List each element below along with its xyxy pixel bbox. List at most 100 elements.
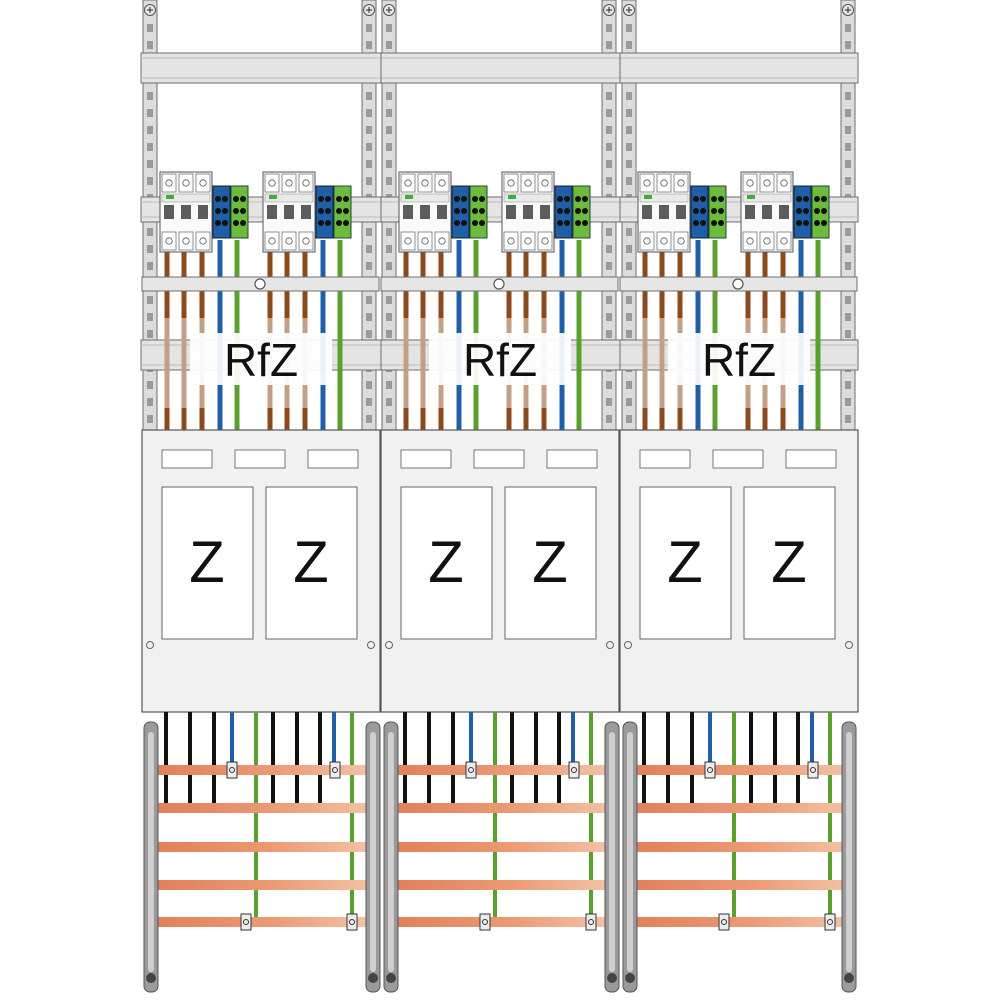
rfz-label: RfZ: [702, 334, 776, 386]
terminal-screw-icon: [268, 237, 276, 245]
breaker-label-strip: [503, 193, 553, 203]
meter-label: Z: [771, 530, 806, 595]
screw-icon: [383, 4, 395, 16]
terminal-screw-icon: [421, 237, 429, 245]
terminal-screw-icon: [677, 237, 685, 245]
copper-busbars: [155, 765, 367, 927]
terminal-hole: [700, 196, 706, 202]
terminal-block: [793, 185, 830, 239]
terminal-block: [315, 185, 352, 239]
terminal-screw-icon: [660, 237, 668, 245]
panel-fixing-hole-icon: [845, 641, 853, 649]
terminal-hole: [803, 220, 809, 226]
rail-slot: [606, 330, 612, 338]
screw-cross: [626, 7, 632, 13]
wire-highlight: [420, 318, 426, 408]
post-highlight: [148, 732, 154, 972]
terminal-hole: [711, 196, 717, 202]
rail-slot: [606, 381, 612, 389]
terminal-screw-icon: [507, 237, 515, 245]
breaker-terminal-top: [503, 173, 519, 193]
busbar: [394, 842, 606, 852]
breaker-lever: [506, 205, 516, 219]
terminal-hole: [343, 208, 349, 214]
meter-field: [265, 486, 358, 640]
terminal-hole: [318, 220, 324, 226]
breaker-terminal-top: [776, 173, 792, 193]
wire: [427, 712, 431, 803]
screw-cross: [366, 7, 372, 13]
screw-icon: [844, 973, 854, 983]
rail-slot: [366, 330, 372, 338]
rail-slot: [606, 177, 612, 185]
label-slot: [161, 449, 213, 469]
rail-slot: [366, 160, 372, 168]
busbar-support-post: [604, 721, 620, 993]
rail-slot: [386, 143, 392, 151]
busbar-clamps: [704, 761, 836, 931]
breaker-lever: [642, 205, 652, 219]
breaker-terminal-bottom: [537, 231, 553, 251]
rfz-plate-background: [429, 333, 571, 385]
terminal-screw-icon: [404, 179, 412, 187]
breaker-terminal-top: [656, 173, 672, 193]
breaker-label-strip: [742, 193, 792, 203]
breaker-terminal-top: [673, 173, 689, 193]
rail-slot: [606, 41, 612, 49]
wire: [796, 712, 800, 803]
clamp-screw: [827, 919, 833, 925]
circuit-breaker: [398, 171, 452, 253]
breaker-lever: [540, 205, 550, 219]
terminal-hole: [557, 220, 563, 226]
wire: [332, 712, 336, 770]
copper-busbars: [633, 765, 845, 927]
terminal-hole: [700, 208, 706, 214]
terminal-hole: [700, 220, 706, 226]
terminal-hole: [233, 220, 239, 226]
clamp-body: [465, 761, 477, 779]
clamp-icon: [585, 913, 597, 931]
busbar-support-post: [383, 721, 399, 993]
busbar: [633, 765, 845, 775]
rail-slot: [845, 126, 851, 134]
wire: [732, 712, 736, 920]
wire: [254, 712, 258, 920]
rail-slot: [845, 262, 851, 270]
breaker-label-strip: [161, 193, 211, 203]
terminal-screw-icon: [763, 237, 771, 245]
breaker-terminal-top: [417, 173, 433, 193]
panel-fixing-hole-icon: [624, 641, 632, 649]
clamp-icon: [824, 913, 836, 931]
terminal-hole: [557, 208, 563, 214]
busbar-support-post: [622, 721, 638, 993]
terminal-screw-icon: [541, 237, 549, 245]
clamp-body: [346, 913, 358, 931]
clamp-screw: [243, 919, 249, 925]
rail-slot: [366, 415, 372, 423]
rail-slot: [606, 245, 612, 253]
terminal-hole: [711, 220, 717, 226]
panel-fixing-hole-icon: [606, 641, 614, 649]
rail-slot: [147, 143, 153, 151]
copper-busbars: [394, 765, 606, 927]
post-highlight: [609, 732, 615, 972]
breaker-terminal-bottom: [656, 231, 672, 251]
breaker-terminal-top: [264, 173, 280, 193]
rail-slot: [845, 296, 851, 304]
terminal-hole: [564, 196, 570, 202]
rail-slot: [147, 177, 153, 185]
label-slot: [307, 449, 359, 469]
breaker-terminal-bottom: [503, 231, 519, 251]
terminal-hole: [343, 220, 349, 226]
busbar-clamps: [226, 761, 358, 931]
busbar-clamps: [465, 761, 597, 931]
rail-slot: [147, 160, 153, 168]
rail-slot: [626, 92, 632, 100]
busbar: [394, 765, 606, 775]
support-bar-hole-icon: [254, 278, 266, 290]
brand-logo-icon: [405, 195, 413, 199]
terminal-hole: [336, 196, 342, 202]
rail-slot: [626, 177, 632, 185]
rail-slot: [386, 398, 392, 406]
